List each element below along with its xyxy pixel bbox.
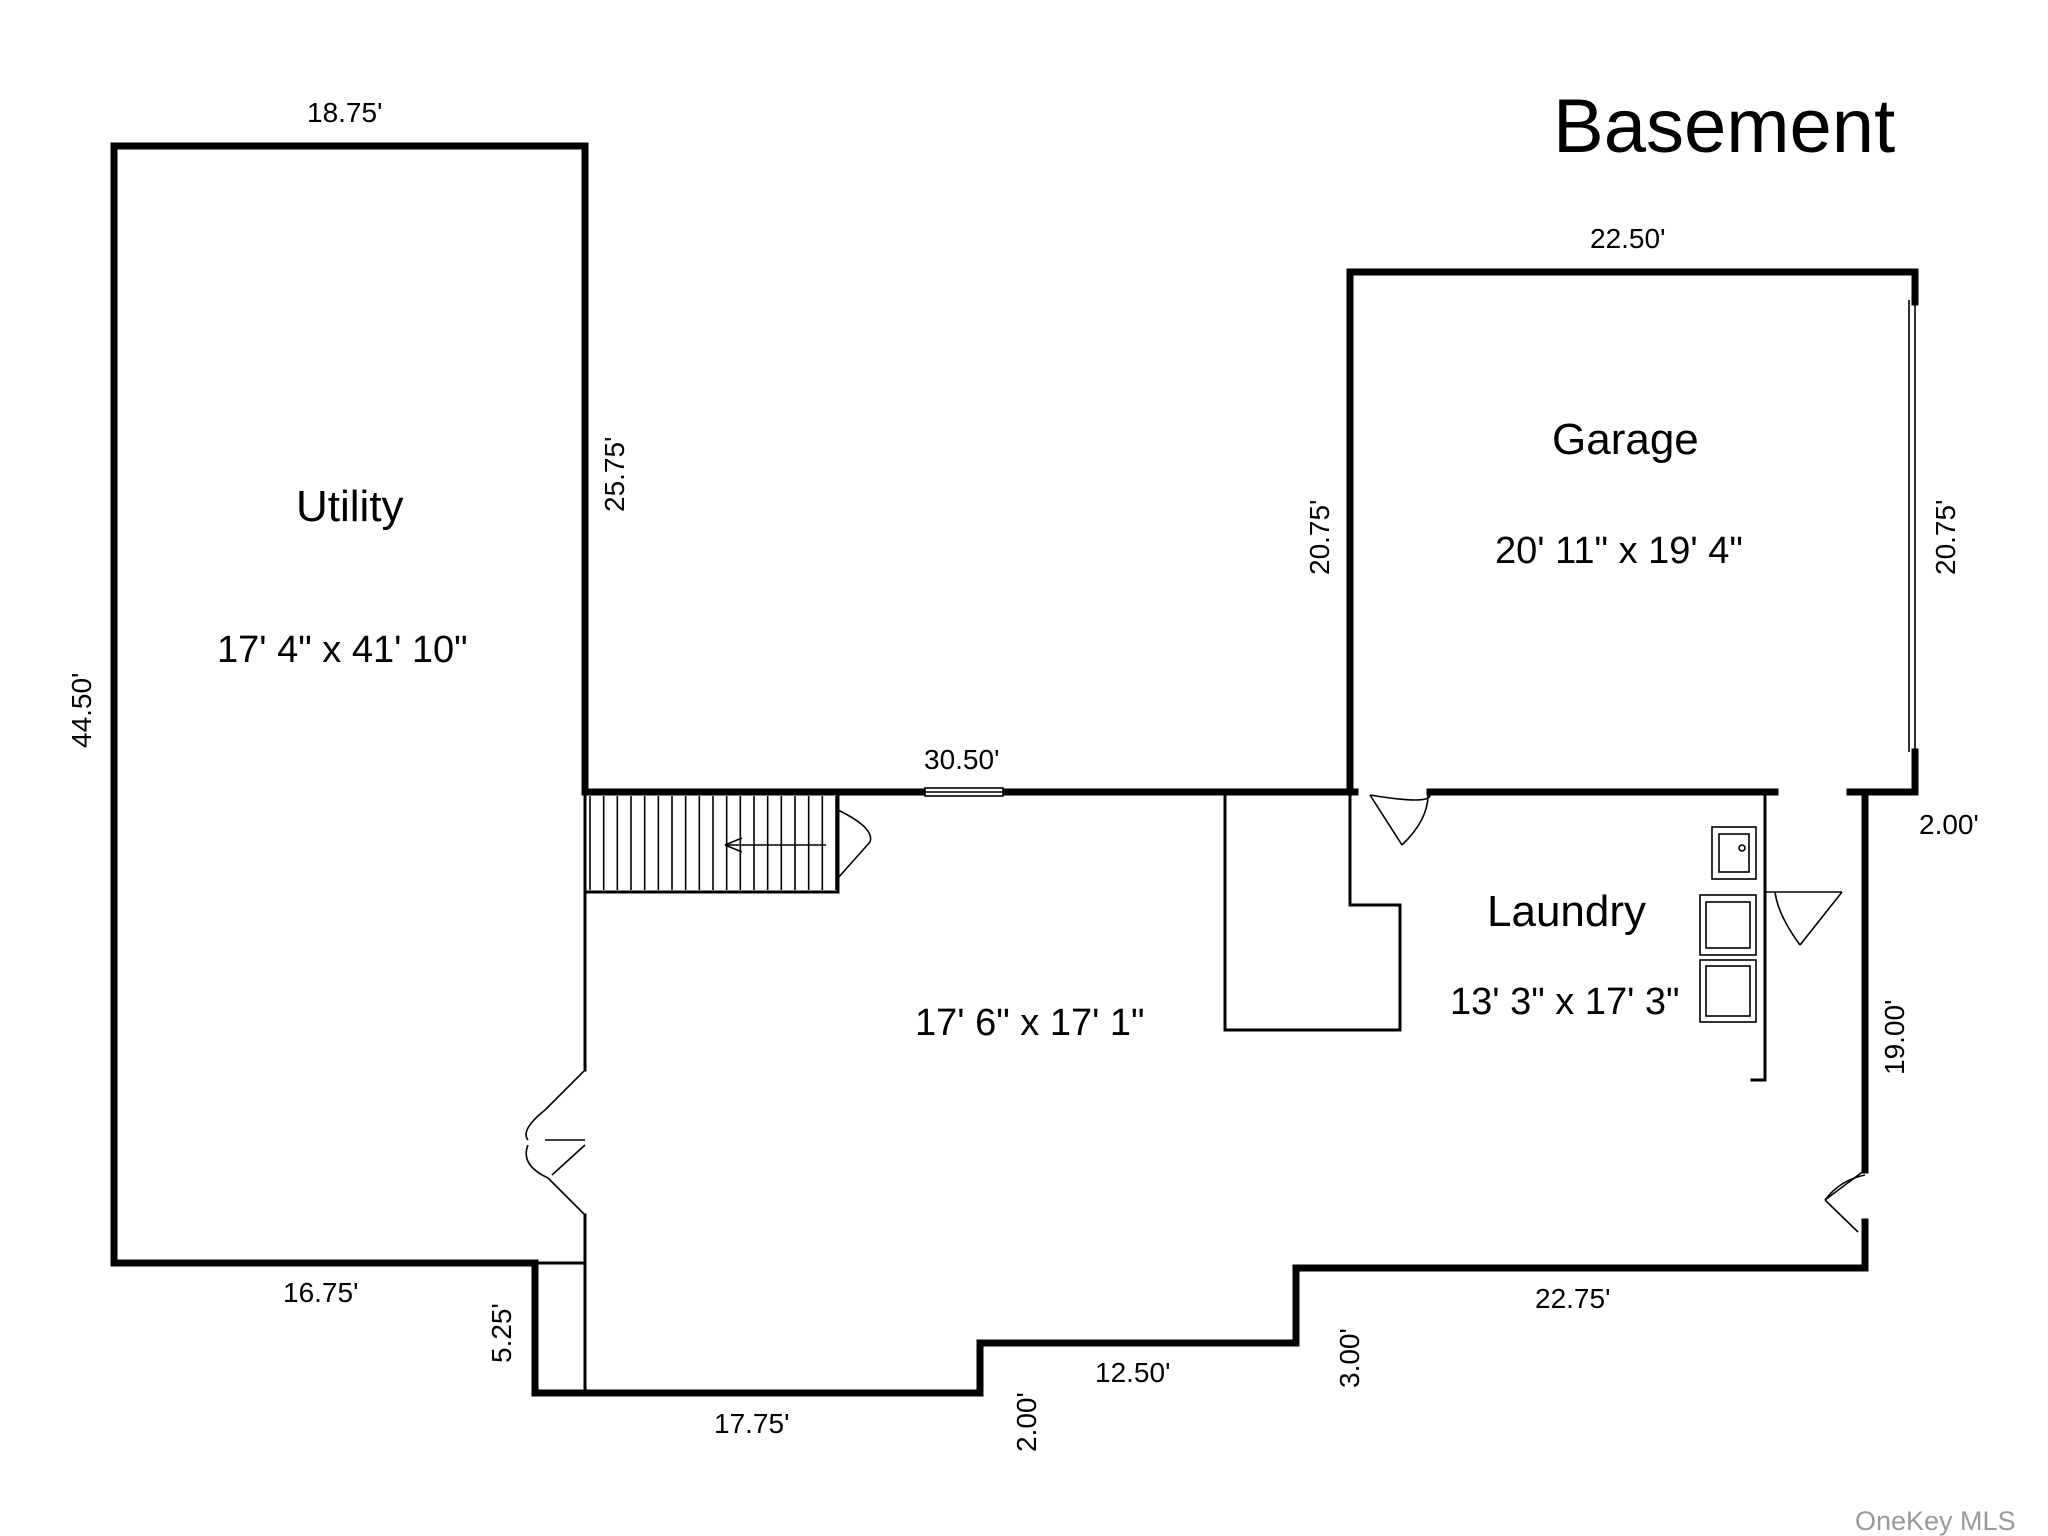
garage-walls bbox=[1346, 268, 1919, 796]
exterior-door bbox=[1824, 1169, 1866, 1233]
watermark: OneKey MLS bbox=[1855, 1506, 2016, 1536]
main-room-size: 17' 6" x 17' 1" bbox=[915, 1002, 1145, 1044]
garage-name: Garage bbox=[1552, 415, 1699, 464]
walls bbox=[110, 142, 1919, 1397]
laundry-door bbox=[1369, 794, 1431, 846]
dim-utility-top: 18.75' bbox=[307, 97, 382, 128]
stairs bbox=[583, 790, 872, 894]
laundry-partition bbox=[1750, 790, 1843, 1082]
closet-walls bbox=[1223, 790, 1402, 1032]
double-door bbox=[525, 1069, 586, 1216]
utility-name: Utility bbox=[296, 482, 404, 531]
window bbox=[924, 787, 1004, 797]
dim-main-top: 30.50' bbox=[924, 744, 999, 775]
dim-bottom-mid: 12.50' bbox=[1095, 1357, 1170, 1388]
dim-utility-bottom: 16.75' bbox=[283, 1277, 358, 1308]
dim-laundry-right: 19.00' bbox=[1879, 1000, 1910, 1075]
dim-bottom-left: 17.75' bbox=[714, 1408, 789, 1439]
plan-title: Basement bbox=[1553, 84, 1895, 169]
dim-garage-top: 22.50' bbox=[1590, 223, 1665, 254]
dim-right-jog: 2.00' bbox=[1919, 809, 1979, 840]
utility-size: 17' 4" x 41' 10" bbox=[217, 629, 468, 671]
garage-door bbox=[1908, 300, 1916, 752]
dim-step-left: 5.25' bbox=[486, 1303, 517, 1363]
laundry-right-wall bbox=[1846, 788, 1869, 1174]
dim-utility-left: 44.50' bbox=[66, 673, 97, 748]
dim-step-right: 3.00' bbox=[1334, 1328, 1365, 1388]
garage-size: 20' 11" x 19' 4" bbox=[1495, 530, 1743, 572]
laundry-name: Laundry bbox=[1487, 887, 1646, 936]
dim-garage-left: 20.75' bbox=[1304, 500, 1335, 575]
bottom-walls bbox=[110, 1218, 1869, 1397]
dim-utility-right: 25.75' bbox=[599, 437, 630, 512]
dim-garage-right: 20.75' bbox=[1930, 500, 1961, 575]
dim-bottom-right: 22.75' bbox=[1535, 1283, 1610, 1314]
laundry-size: 13' 3" x 17' 3" bbox=[1450, 981, 1680, 1023]
dim-step-mid: 2.00' bbox=[1011, 1392, 1042, 1452]
laundry-fixtures bbox=[1699, 826, 1757, 1023]
utility-walls bbox=[110, 142, 589, 1267]
